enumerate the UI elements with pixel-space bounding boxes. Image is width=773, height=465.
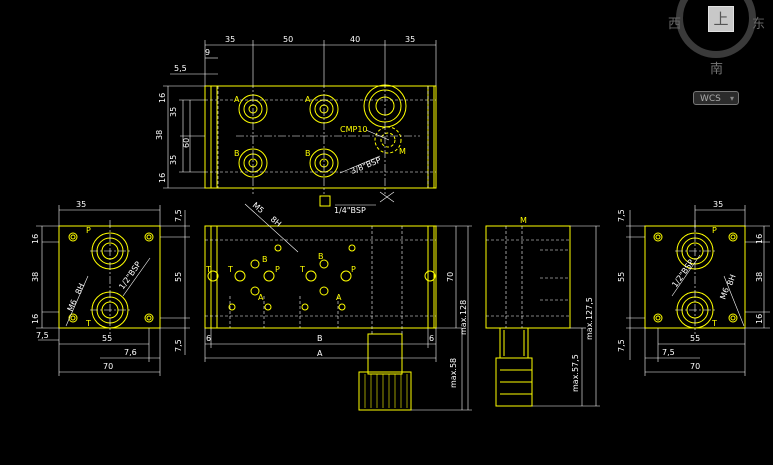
chevron-down-icon: ▾ (729, 94, 734, 103)
dim-top-40: 40 (350, 35, 360, 44)
right-dim-16b: 16 (755, 314, 764, 324)
right-dim-70: 70 (690, 362, 700, 371)
viewcube-compass-ring[interactable] (676, 0, 756, 58)
left-m6-depth: 8H (74, 282, 87, 296)
dim-9: 9 (205, 48, 210, 57)
left-dim-7-6: 7,6 (124, 348, 137, 357)
left-port-p: P (86, 226, 91, 235)
dim-top-35a: 35 (225, 35, 235, 44)
side-view-body (485, 225, 571, 329)
dim-5-5: 5,5 (174, 64, 187, 73)
left-view: 35 16 38 16 7,5 55 7,5 55 7,5 7,6 70 P T… (31, 200, 190, 376)
left-dim-7-5c: 7,5 (36, 331, 49, 340)
dim-left-35b: 35 (169, 155, 178, 165)
right-dim-38: 38 (755, 272, 764, 282)
left-dim-16b: 16 (31, 314, 40, 324)
front-m5-depth: 8H (269, 215, 283, 229)
front-view-body (204, 225, 437, 329)
viewcube[interactable]: 西 上 东 南 (668, 0, 773, 80)
front-port-t2: T (227, 265, 233, 274)
dim-left-35a: 35 (169, 107, 178, 117)
left-dim-16a: 16 (31, 234, 40, 244)
right-port-p: P (712, 226, 717, 235)
wcs-label: WCS (700, 94, 721, 104)
right-dim-16a: 16 (755, 234, 764, 244)
left-dim-55h: 55 (102, 334, 112, 343)
front-port-t3: T (299, 265, 305, 274)
front-view: M5 8H B A 6 6 70 max.128 max.58 T T P T … (204, 201, 472, 411)
front-max-128: max.128 (459, 300, 468, 335)
left-dim-38: 38 (31, 272, 40, 282)
top-view-endplate-left (210, 85, 218, 189)
right-dim-55v: 55 (617, 272, 626, 282)
viewcube-west[interactable]: 西 (668, 17, 682, 32)
bsp-14-label: 1/4"BSP (334, 206, 366, 215)
front-dim-a: A (317, 349, 323, 358)
front-port-b1: B (262, 255, 268, 264)
right-dim-7-5c: 7,5 (662, 348, 675, 357)
left-m6: M6 (66, 298, 79, 313)
dim-left-16a: 16 (158, 93, 167, 103)
port-b-top: B (234, 149, 240, 158)
viewcube-east[interactable]: 东 (752, 17, 766, 32)
dim-left-38: 38 (155, 130, 164, 140)
front-port-p2: P (351, 265, 356, 274)
left-dim-70: 70 (103, 362, 113, 371)
right-bsp-12: 1/2"BSP (670, 258, 696, 289)
front-dim-70: 70 (446, 272, 455, 282)
left-dim-7-5a: 7,5 (174, 209, 183, 222)
front-dim-6-right: 6 (429, 334, 434, 343)
left-dim-7-5b: 7,5 (174, 339, 183, 352)
cmp-label: CMP10 (340, 125, 368, 134)
front-port-t1: T (205, 265, 211, 274)
front-dim-6-left: 6 (206, 334, 211, 343)
port-a-top-2: A (305, 95, 311, 104)
front-port-a1: A (258, 293, 264, 302)
right-dim-7-5b: 7,5 (617, 339, 626, 352)
top-view-endplate-right (427, 85, 435, 189)
top-view-body (204, 85, 437, 189)
top-view: 35 50 40 35 9 5,5 16 35 38 60 35 16 A A … (155, 35, 437, 215)
left-port-t: T (85, 319, 91, 328)
left-dim-55v: 55 (174, 272, 183, 282)
right-dim-55h: 55 (690, 334, 700, 343)
wcs-dropdown[interactable]: WCS ▾ (693, 91, 739, 105)
port-b-top-2: B (305, 149, 311, 158)
dim-top-35b: 35 (405, 35, 415, 44)
right-dim-7-5a: 7,5 (617, 209, 626, 222)
viewcube-top-face[interactable]: 上 (708, 6, 734, 32)
port-a-top: A (234, 95, 240, 104)
dim-top-50: 50 (283, 35, 293, 44)
right-port-t: T (711, 319, 717, 328)
dim-left-16b: 16 (158, 173, 167, 183)
right-view: 35 7,5 55 7,5 16 38 16 55 7,5 70 P T 1/2… (617, 200, 770, 376)
right-m6: M6 (718, 286, 731, 300)
port-m-top: M (399, 147, 406, 156)
front-dim-b: B (317, 334, 323, 343)
right-dim-35: 35 (713, 200, 723, 209)
viewcube-south[interactable]: 南 (710, 62, 724, 77)
front-max-58: max.58 (449, 358, 458, 388)
dim-left-60: 60 (182, 138, 191, 148)
front-m5: M5 (251, 201, 266, 216)
side-max-57-5: max.57,5 (571, 354, 580, 392)
bsp-38-label: 3/8"BSP (349, 156, 382, 176)
left-dim-35: 35 (76, 200, 86, 209)
side-max-127-5: max.127,5 (585, 297, 594, 340)
front-port-b2: B (318, 252, 324, 261)
side-port-m: M (520, 216, 527, 225)
front-port-a2: A (336, 293, 342, 302)
right-m6-depth: 8H (725, 273, 737, 287)
side-view: M max.127,5 max.57,5 (485, 216, 600, 407)
front-port-p1: P (275, 265, 280, 274)
